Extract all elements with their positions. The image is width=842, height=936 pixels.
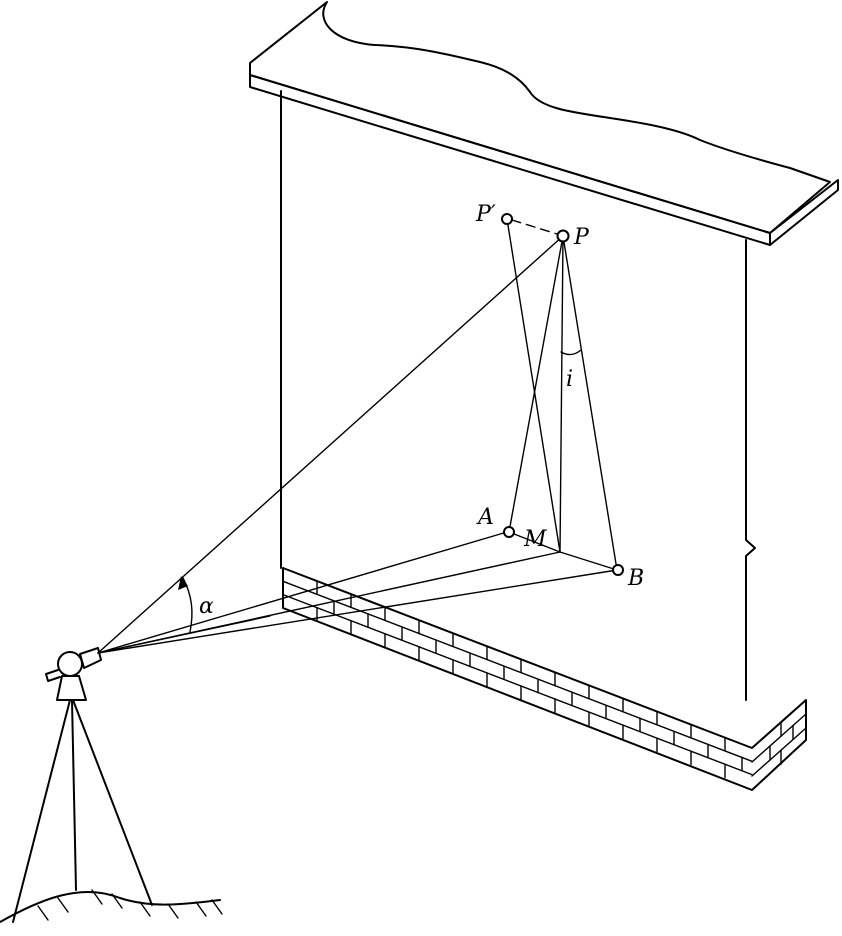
ground-hatch: [167, 903, 179, 919]
i-arc: [560, 349, 582, 356]
ground-hatch: [91, 889, 103, 905]
ground-hatch: [111, 893, 123, 909]
point-a: [503, 526, 515, 538]
point-p: [556, 229, 570, 243]
brick-line: [282, 593, 753, 776]
alpha-arrowhead: [178, 576, 188, 590]
label-i: i: [566, 367, 573, 392]
ground-hatch: [211, 899, 223, 915]
point-p-prime: [501, 213, 513, 225]
brick-line: [751, 713, 807, 763]
brick-base: [282, 567, 807, 791]
brick-line: [282, 580, 753, 762]
brick-line: [751, 727, 807, 777]
ground: [0, 889, 223, 923]
ground-hatch: [37, 905, 49, 921]
wall-face: [280, 90, 756, 701]
point-b: [612, 564, 624, 576]
tripod: [12, 699, 153, 923]
label-p-prime: P′: [475, 202, 496, 227]
ground-hatch: [139, 901, 151, 917]
label-p: P: [573, 225, 590, 250]
tilt-lines: [506, 218, 618, 571]
label-b: B: [627, 566, 644, 591]
label-m: M: [523, 527, 547, 552]
theodolite: [45, 647, 102, 701]
sight-lines: [97, 235, 618, 654]
label-a: A: [476, 505, 494, 530]
roof-slab: [249, 1, 839, 246]
ground-hatch: [57, 897, 69, 913]
label-alpha: α: [199, 594, 214, 619]
ground-hatch: [195, 901, 207, 917]
